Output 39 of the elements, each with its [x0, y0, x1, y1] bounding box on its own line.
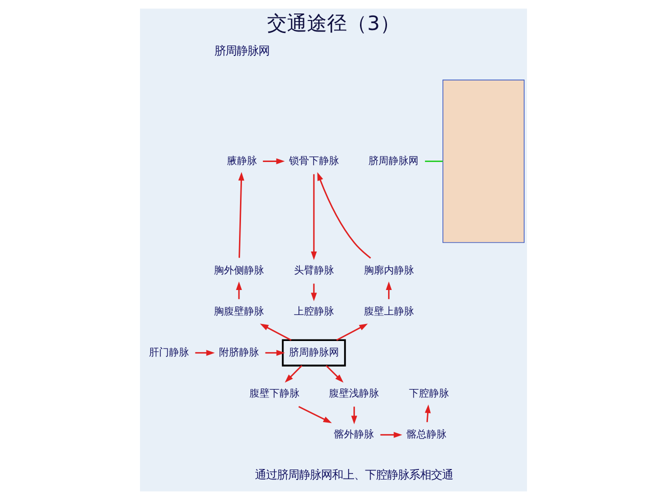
node-text: 腹壁上静脉: [364, 306, 414, 318]
node-text: 腹壁下静脉: [249, 388, 300, 400]
arrow: [380, 432, 402, 438]
arrow: [386, 282, 392, 300]
arrow: [424, 404, 431, 422]
node-box: [442, 80, 525, 243]
arrow: [236, 282, 242, 300]
arrow: [238, 172, 244, 258]
node-text: 胸外侧静脉: [214, 265, 264, 276]
connector: [424, 160, 443, 162]
arrow: [336, 324, 368, 341]
arrow: [310, 284, 317, 302]
node-text: 胸腹壁静脉: [214, 306, 264, 318]
node-text: 下腔静脉: [409, 388, 450, 400]
node-text: 腹壁浅静脉: [329, 388, 380, 400]
node-text: 头臂静脉: [294, 265, 334, 276]
arrow: [262, 158, 285, 164]
node-text: 附脐静脉: [218, 347, 259, 358]
node-text: 脐周静脉网: [368, 156, 419, 167]
arrow: [310, 174, 317, 260]
node-text: 髂总静脉: [406, 429, 446, 440]
node-text: 胸廓内静脉: [364, 265, 414, 276]
arrow: [195, 350, 215, 356]
node-text: 锁骨下静脉: [288, 156, 339, 167]
label: 脐周静脉网: [214, 44, 270, 58]
arrow: [265, 350, 285, 356]
node-text: 上腔静脉: [294, 306, 334, 318]
node-text: 髂外静脉: [334, 429, 374, 440]
arrow: [317, 172, 372, 259]
arrow: [284, 365, 302, 383]
label: 通过脐周静脉网和上、下腔静脉系相交通: [255, 468, 454, 482]
arrow: [298, 406, 332, 424]
arrow: [351, 406, 358, 424]
node-text: 腋静脉: [226, 156, 257, 167]
arrow: [326, 365, 344, 383]
arrow: [260, 324, 292, 341]
node-box: 脐周静脉网: [282, 339, 346, 366]
node-text: 肝门静脉: [148, 347, 189, 358]
diagram-title: 交通途径（3）: [267, 12, 400, 36]
